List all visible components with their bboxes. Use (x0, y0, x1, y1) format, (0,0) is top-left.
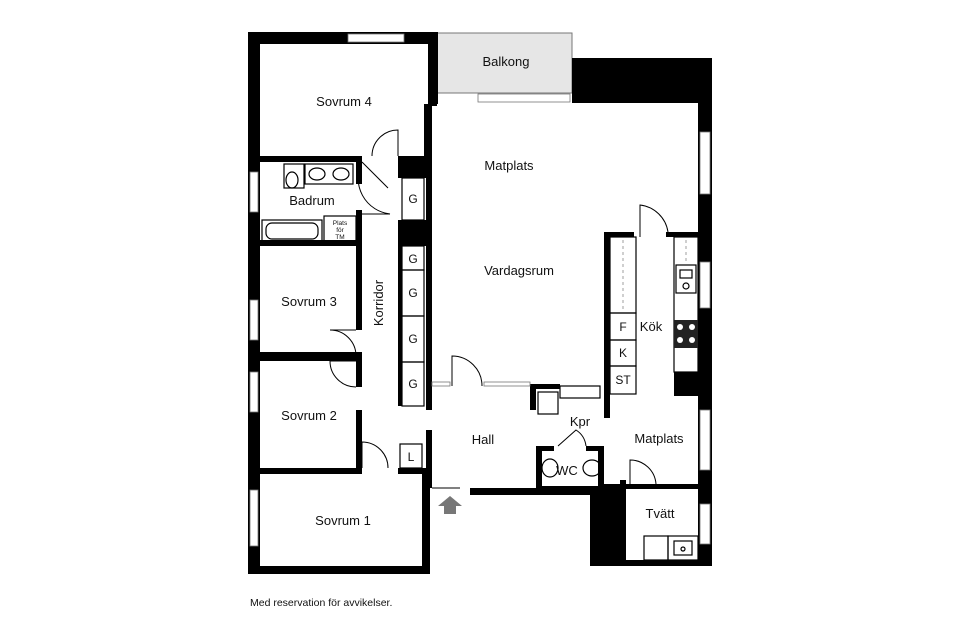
label-sovrum3: Sovrum 3 (281, 294, 337, 309)
interior-glazing (431, 381, 531, 387)
closet-g2: G (408, 252, 417, 266)
disclaimer-text: Med reservation för avvikelser. (250, 597, 393, 609)
closet-st: ST (615, 373, 631, 387)
label-wc: WC (556, 463, 578, 478)
label-sovrum4: Sovrum 4 (316, 94, 372, 109)
closet-g1: G (408, 192, 417, 206)
label-matplats-kitchen: Matplats (634, 431, 684, 446)
wc-fixtures (541, 458, 602, 478)
plats-tm-line2: för (336, 227, 344, 234)
kitchen-counters (609, 236, 699, 395)
label-matplats-top: Matplats (484, 158, 534, 173)
laundry-fixtures (643, 535, 699, 561)
closet-g3: G (408, 286, 417, 300)
label-korridor: Korridor (371, 279, 386, 326)
label-hall: Hall (472, 432, 495, 447)
doors (329, 129, 669, 489)
entrance-arrow-icon (438, 496, 462, 514)
plats-tm-line3: TM (335, 234, 344, 241)
label-sovrum2: Sovrum 2 (281, 408, 337, 423)
windows (249, 33, 711, 547)
closet-k: K (619, 346, 627, 360)
interior-walls (258, 104, 700, 564)
balcony-area (436, 32, 573, 94)
label-kok: Kök (640, 319, 663, 334)
bathroom-fixtures (261, 163, 357, 243)
label-kpr: Kpr (570, 414, 591, 429)
label-tvatt: Tvätt (646, 506, 675, 521)
label-sovrum1: Sovrum 1 (315, 513, 371, 528)
closet-f: F (619, 320, 626, 334)
label-badrum: Badrum (289, 193, 335, 208)
closet-g5: G (408, 377, 417, 391)
label-vardagsrum: Vardagsrum (484, 263, 554, 278)
plats-tm-line1: Plats (333, 220, 348, 227)
kpr-box (537, 391, 559, 415)
closet-l: L (408, 450, 415, 464)
closet-column (399, 177, 425, 469)
closet-g4: G (408, 332, 417, 346)
label-balkong: Balkong (483, 54, 530, 69)
